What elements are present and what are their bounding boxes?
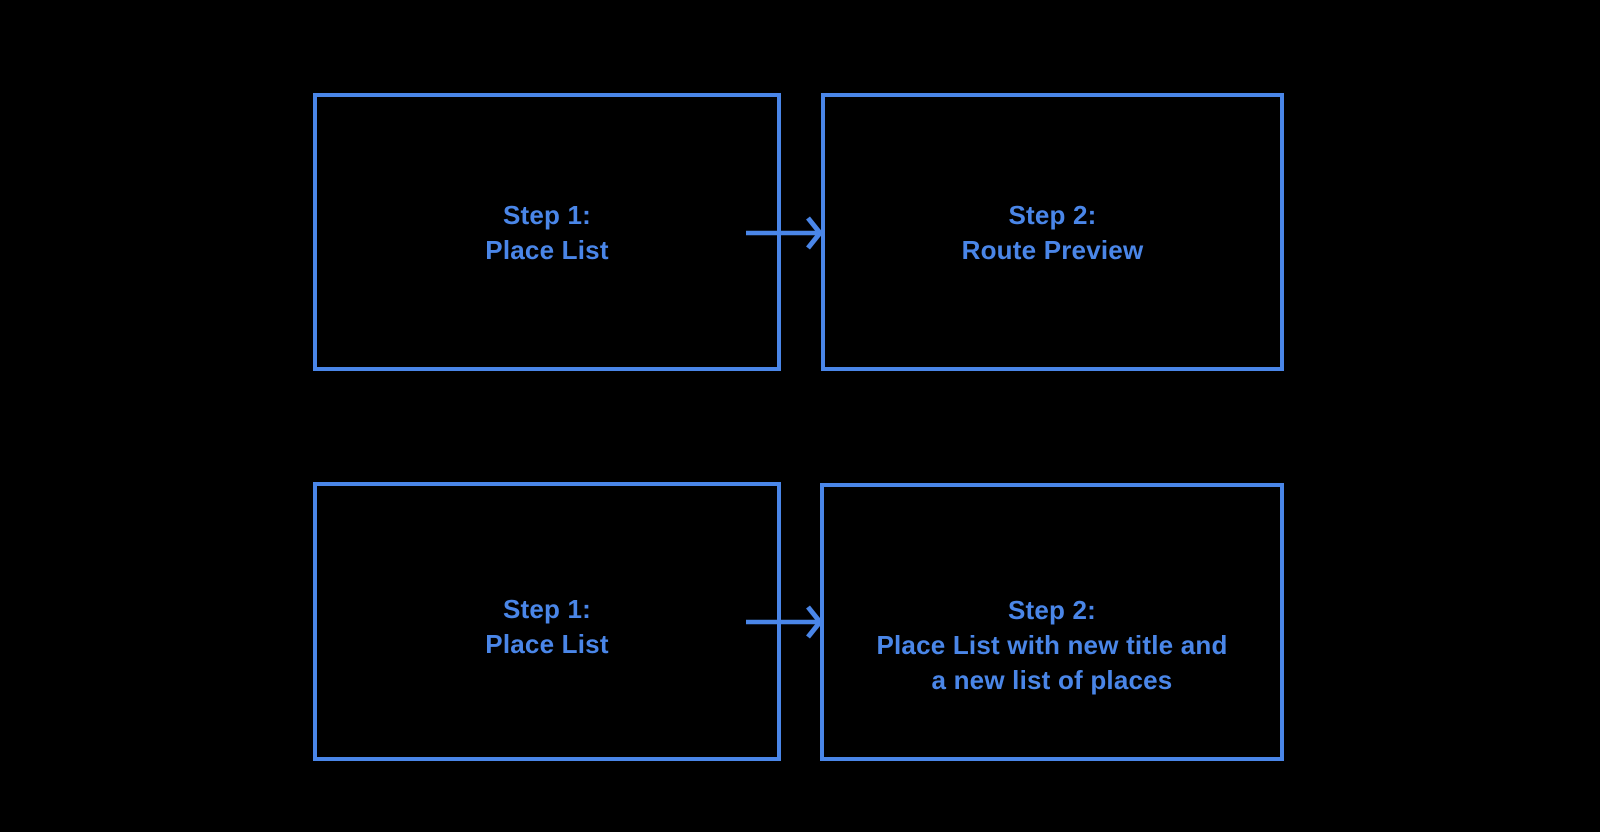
- step-subtitle: Place List: [485, 235, 609, 265]
- flow-box-step2-bottom: Step 2: Place List with new title and a …: [820, 483, 1284, 761]
- step-title: Step 2:: [1008, 200, 1097, 230]
- step-subtitle: Place List with new title and: [876, 630, 1228, 660]
- step-title: Step 1:: [502, 594, 592, 624]
- flow-box-step2-top: Step 2: Route Preview: [821, 93, 1284, 371]
- flow-box-label: Step 1: Place List: [317, 592, 777, 662]
- flow-box-label: Step 2: Place List with new title and a …: [824, 593, 1280, 698]
- right-arrow-icon: [746, 605, 824, 639]
- flow-box-step1-bottom: Step 1: Place List: [313, 482, 781, 761]
- step-title: Step 1:: [502, 200, 592, 230]
- step-subtitle: Route Preview: [961, 235, 1144, 265]
- step-subtitle: Place List: [485, 629, 609, 659]
- right-arrow-icon: [746, 216, 824, 250]
- flow-box-label: Step 1: Place List: [317, 198, 777, 268]
- step-subtitle-2: a new list of places: [931, 665, 1173, 695]
- flow-box-label: Step 2: Route Preview: [825, 198, 1280, 268]
- step-title: Step 2:: [1007, 595, 1097, 625]
- flow-box-step1-top: Step 1: Place List: [313, 93, 781, 371]
